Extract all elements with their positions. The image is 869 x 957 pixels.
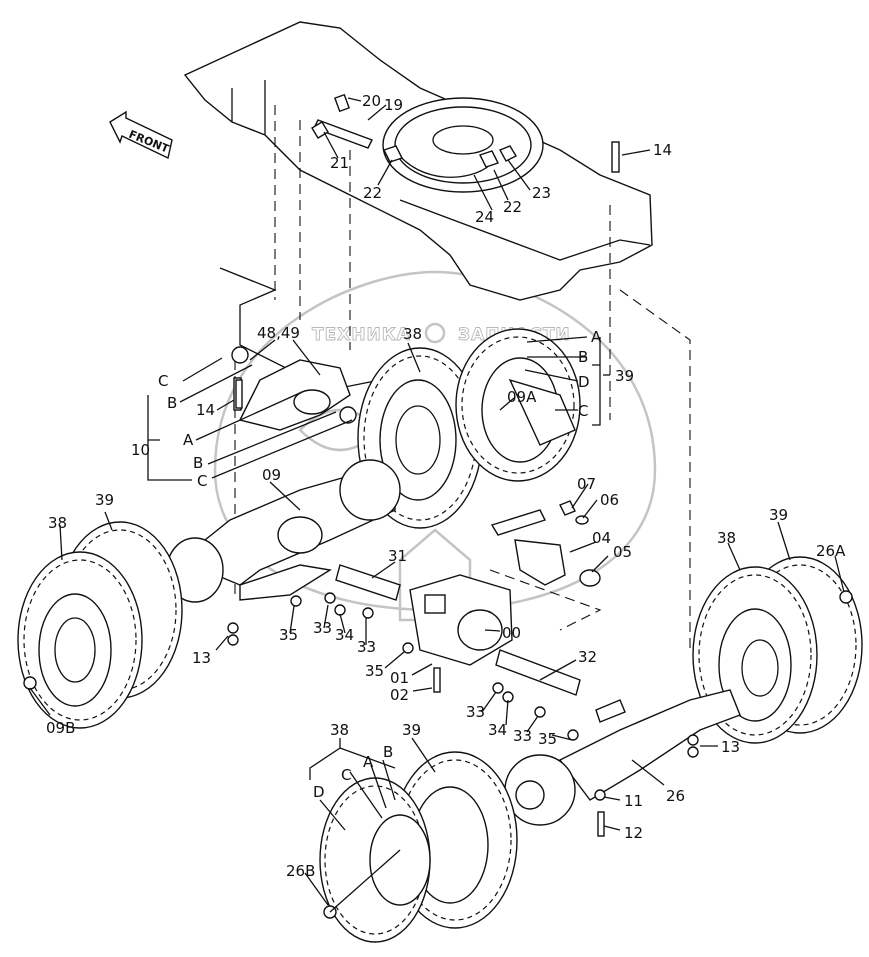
callout-C-right: C bbox=[578, 402, 588, 420]
callout-21: 21 bbox=[330, 154, 349, 172]
callout-33-b: 33 bbox=[357, 638, 376, 656]
callout-00: 00 bbox=[502, 624, 521, 642]
callout-34-a: 34 bbox=[335, 626, 354, 644]
callout-06: 06 bbox=[600, 491, 619, 509]
callout-A-bottom: A bbox=[363, 753, 374, 771]
guide-lines bbox=[234, 105, 691, 650]
bolts bbox=[227, 141, 699, 837]
callout-09A: 09A bbox=[507, 388, 537, 406]
bottom-tires bbox=[319, 751, 518, 943]
callout-23: 23 bbox=[532, 184, 551, 202]
callout-32: 32 bbox=[578, 648, 597, 666]
callout-D-bottom: D bbox=[313, 783, 325, 801]
callout-39-center: 39 bbox=[615, 367, 634, 385]
callout-31: 31 bbox=[388, 547, 407, 565]
callout-14-top: 14 bbox=[653, 141, 672, 159]
callout-48-49: 48,49 bbox=[257, 324, 300, 342]
callout-33-d: 33 bbox=[513, 727, 532, 745]
callout-39-left: 39 bbox=[95, 491, 114, 509]
callout-C-left-2: C bbox=[197, 472, 207, 490]
callout-35-left: 35 bbox=[279, 626, 298, 644]
frame-cover bbox=[183, 21, 653, 301]
callout-14-left: 14 bbox=[196, 401, 215, 419]
callout-34-b: 34 bbox=[488, 721, 507, 739]
callout-33-a: 33 bbox=[313, 619, 332, 637]
callout-33-c: 33 bbox=[466, 703, 485, 721]
callout-11: 11 bbox=[624, 792, 643, 810]
callout-07: 07 bbox=[577, 475, 596, 493]
callout-A-right: A bbox=[591, 328, 602, 346]
callout-38-left: 38 bbox=[48, 514, 67, 532]
watermark-left: ТЕХНИКА bbox=[312, 325, 411, 345]
callout-09B: 09B bbox=[46, 719, 75, 737]
callout-02: 02 bbox=[390, 686, 409, 704]
callout-39-right: 39 bbox=[769, 506, 788, 524]
callout-24: 24 bbox=[475, 208, 494, 226]
callout-35-mid: 35 bbox=[365, 662, 384, 680]
callout-22-left: 22 bbox=[363, 184, 382, 202]
callout-B-left-2: B bbox=[193, 454, 203, 472]
callout-39-bottom: 39 bbox=[402, 721, 421, 739]
callout-38-bottom: 38 bbox=[330, 721, 349, 739]
callout-05: 05 bbox=[613, 543, 632, 561]
callout-13-right: 13 bbox=[721, 738, 740, 756]
callout-26: 26 bbox=[666, 787, 685, 805]
callout-C-bottom: C bbox=[341, 766, 351, 784]
callout-38-center: 38 bbox=[403, 325, 422, 343]
callout-12: 12 bbox=[624, 824, 643, 842]
callout-D-right: D bbox=[578, 373, 590, 391]
left-tires bbox=[17, 521, 183, 729]
front-arrow-icon: FRONT bbox=[109, 110, 173, 160]
callout-B-left: B bbox=[167, 394, 177, 412]
callout-26B: 26B bbox=[286, 862, 315, 880]
front-axle bbox=[166, 459, 401, 603]
callout-labels: 20 19 14 21 22 23 24 22 48,49 38 A B D 3… bbox=[46, 92, 846, 880]
callout-13-left: 13 bbox=[192, 649, 211, 667]
rear-axle bbox=[504, 689, 741, 826]
callout-35-right: 35 bbox=[538, 730, 557, 748]
callout-26A: 26A bbox=[816, 542, 846, 560]
callout-19: 19 bbox=[384, 96, 403, 114]
callout-38-right: 38 bbox=[717, 529, 736, 547]
callout-C-left: C bbox=[158, 372, 168, 390]
callout-A-left: A bbox=[183, 431, 194, 449]
callout-20: 20 bbox=[362, 92, 381, 110]
callout-01: 01 bbox=[390, 669, 409, 687]
callout-10: 10 bbox=[131, 441, 150, 459]
brake-parts bbox=[490, 500, 601, 587]
transfer-case bbox=[335, 564, 581, 696]
callout-B-bottom: B bbox=[383, 743, 393, 761]
callout-04: 04 bbox=[592, 529, 611, 547]
callout-B-right: B bbox=[578, 348, 588, 366]
callout-22-right: 22 bbox=[503, 198, 522, 216]
leader-lines bbox=[29, 97, 845, 913]
hose-fittings bbox=[311, 93, 517, 168]
callout-09: 09 bbox=[262, 466, 281, 484]
